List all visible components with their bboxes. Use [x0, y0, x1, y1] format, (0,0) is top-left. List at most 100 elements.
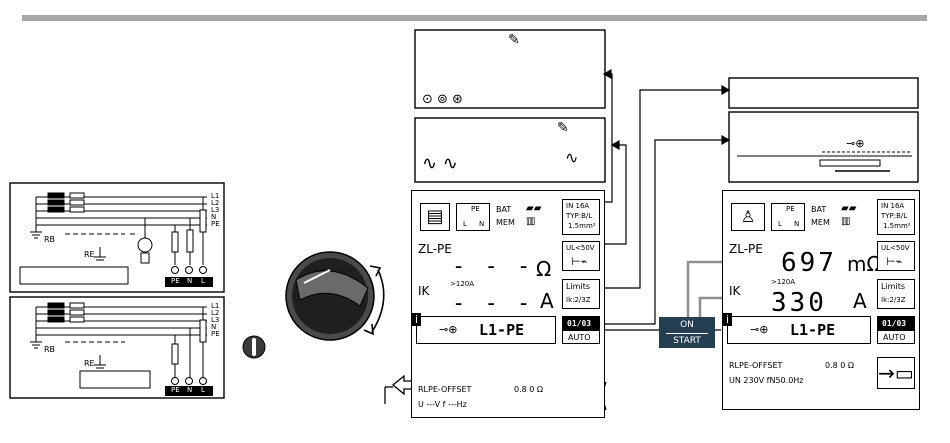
counter-value: 01/03 — [567, 319, 592, 328]
bat-label: BAT — [496, 205, 512, 214]
pe-ln-indicator: PE L N — [456, 203, 490, 231]
in-section-right: 1.5mm² — [883, 222, 911, 230]
socket-selection-icon: ⊙ ⊚ ⊛ — [422, 92, 463, 107]
conductor-label-n-b: N — [211, 323, 217, 331]
ik-value: - - - — [452, 291, 534, 316]
in-box: IN 16A TYP:B/L 1.5mm² — [562, 199, 600, 235]
in-type: TYP:B/L — [566, 212, 593, 220]
device-icon: ▤ — [420, 203, 450, 231]
limits-box: Limits Ik:2/3Z — [562, 279, 600, 309]
ul-box: UL<50V ⊢⌁ — [562, 241, 600, 271]
ul-box-right: UL<50V ⊢⌁ — [877, 241, 915, 271]
rb-label-b: RB — [44, 345, 56, 354]
auto-box-right: AUTO — [877, 330, 915, 344]
offset-label-right: RLPE-OFFSET — [729, 361, 783, 370]
conductor-label-pe: PE — [211, 220, 220, 228]
ik-hint: >120A — [450, 280, 475, 288]
save-icon: →▭ — [877, 357, 915, 389]
l-label: L — [463, 220, 467, 228]
zl-value: - - - — [452, 254, 534, 279]
conductor-label-l3: L3 — [211, 206, 220, 214]
counter-value-right: 01/03 — [882, 319, 907, 328]
person-icon: ♙ — [731, 203, 765, 231]
ik-label-right: IK — [729, 284, 741, 298]
button-divider — [666, 333, 708, 334]
socket-label-l: L — [201, 277, 205, 285]
zl-value-right: 697 — [781, 248, 837, 278]
memo-icon: ✎ — [508, 32, 520, 48]
memory-icon: ▥ — [526, 216, 536, 227]
in-type-right: TYP:B/L — [881, 212, 908, 220]
re-label: RE — [84, 250, 95, 259]
ik-unit: A — [540, 289, 554, 313]
limits-box-right: Limits Ik:2/3Z — [877, 279, 915, 309]
re-label-b: RE — [84, 359, 95, 368]
conductor-label-n: N — [211, 213, 217, 221]
socket-plug-icon: ⊸⊕ — [846, 137, 865, 150]
n-label-right: N — [794, 220, 800, 228]
wave-icon: ∿ ∿ — [422, 153, 458, 174]
ik-unit-right: A — [853, 289, 867, 313]
limits-label-right: Limits — [881, 282, 905, 291]
info-icon: i — [412, 313, 422, 326]
zl-label: ZL-PE — [418, 242, 452, 256]
memory-icon-right: ▥ — [841, 216, 851, 227]
conductor-label-pe-b: PE — [211, 330, 220, 338]
socket-label-n-b: N — [187, 386, 193, 394]
conductor-label-l1: L1 — [211, 192, 220, 200]
socket-label-pe: PE — [171, 277, 180, 285]
wave-icon-2: ∿ — [565, 148, 579, 167]
conductor-label-l2-b: L2 — [211, 309, 220, 317]
mode-label-right: L1-PE — [790, 321, 836, 339]
conductor-label-l1-b: L1 — [211, 302, 220, 310]
lcd-screen-left: ▤ PE L N BAT ▰▰ MEM ▥ IN 16A TYP:B/L 1.5… — [411, 190, 605, 418]
n-label: N — [479, 220, 485, 228]
socket-label-l-b: L — [201, 386, 205, 394]
info-icon-right: i — [723, 313, 733, 326]
mode-label: L1-PE — [479, 321, 525, 339]
battery-icon-right: ▰▰ — [841, 203, 857, 214]
header-bar — [22, 15, 927, 21]
ik-value-right: 330 — [771, 288, 827, 318]
socket-plug-icon-left: ⊸⊕ — [439, 323, 458, 336]
ul-limit: UL<50V — [566, 244, 595, 252]
trip-icon: ⊢⌁ — [571, 255, 588, 268]
pe-ln-indicator-right: PE L N — [771, 203, 805, 231]
pe-label: PE — [471, 205, 480, 213]
rb-label: RB — [44, 235, 56, 244]
mem-label-right: MEM — [811, 218, 830, 227]
socket-plug-icon-right: ⊸⊕ — [750, 323, 769, 336]
in-rating-right: IN 16A — [881, 202, 905, 210]
counter-box: 01/03 — [562, 316, 600, 330]
on-start-button[interactable]: ON START — [659, 317, 715, 348]
in-section: 1.5mm² — [568, 222, 596, 230]
on-label: ON — [680, 320, 694, 330]
offset-label: RLPE-OFFSET — [418, 385, 472, 394]
in-box-right: IN 16A TYP:B/L 1.5mm² — [877, 199, 915, 235]
limits-value-right: Ik:2/3Z — [881, 296, 906, 304]
conductor-label-l2: L2 — [211, 199, 220, 207]
conductor-label-l3-b: L3 — [211, 316, 220, 324]
zl-unit-right: mΩ — [847, 252, 882, 276]
zl-unit: Ω — [536, 257, 552, 281]
auto-label: AUTO — [568, 333, 591, 342]
voltage-row-right: UN 230V fN50.0Hz — [729, 376, 804, 385]
bat-label-right: BAT — [811, 205, 827, 214]
auto-box: AUTO — [562, 330, 600, 344]
voltage-row: U ---V f ---Hz — [418, 400, 467, 409]
offset-value: 0.8 0 Ω — [514, 385, 544, 394]
mode-box-right: ⊸⊕ L1-PE — [727, 316, 871, 344]
ik-hint-right: >120A — [771, 278, 796, 286]
offset-value-right: 0.8 0 Ω — [825, 361, 855, 370]
ik-label: IK — [418, 284, 430, 298]
trip-icon-right: ⊢⌁ — [886, 255, 903, 268]
mode-box: ⊸⊕ L1-PE — [416, 316, 556, 344]
start-label: START — [673, 336, 701, 346]
limits-value: Ik:2/3Z — [566, 296, 591, 304]
lcd-screen-right: ♙ PE L N BAT ▰▰ MEM ▥ IN 16A TYP:B/L 1.5… — [722, 190, 920, 410]
zl-label-right: ZL-PE — [729, 242, 763, 256]
pe-label-right: PE — [786, 205, 795, 213]
mem-label: MEM — [496, 218, 515, 227]
socket-label-pe-b: PE — [171, 386, 180, 394]
